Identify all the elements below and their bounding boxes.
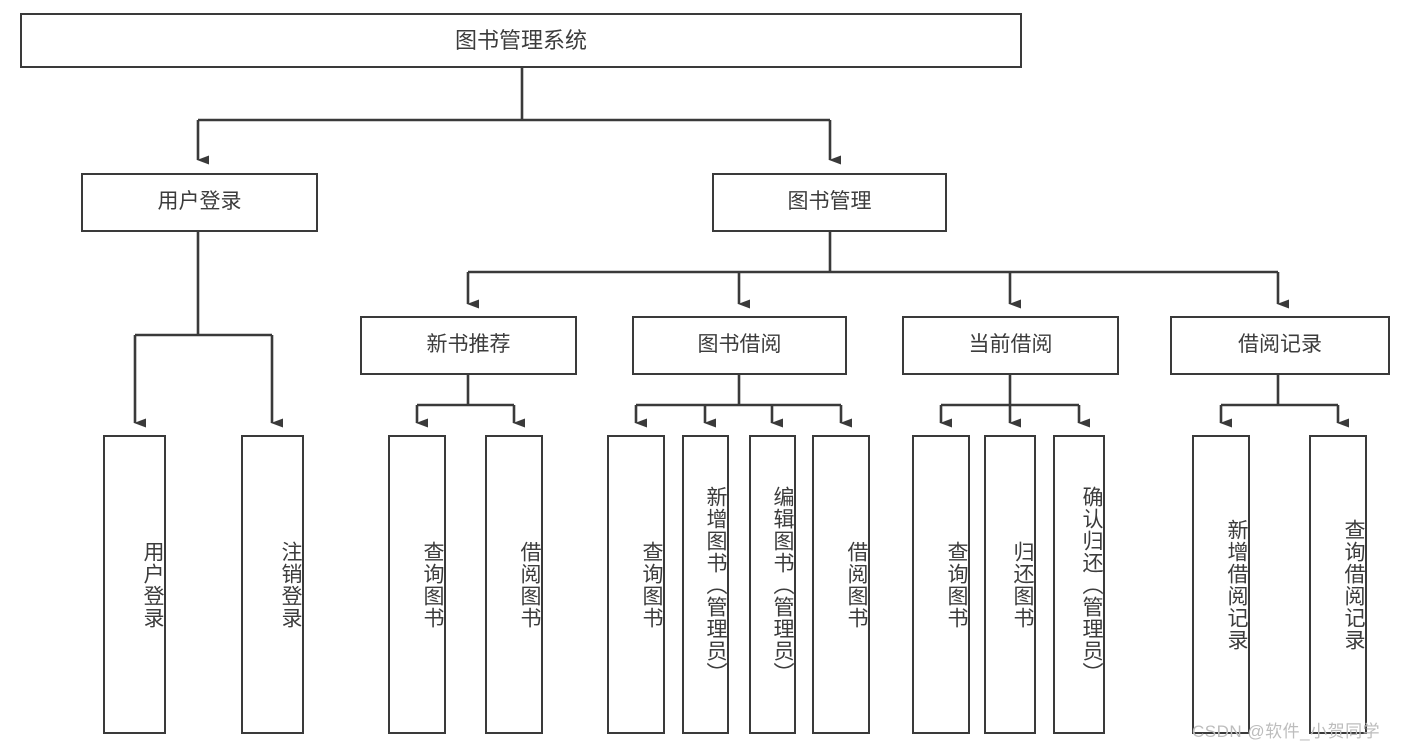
leaf-label: 编辑图书（管理员） xyxy=(771,485,794,684)
node-current-borrow[interactable]: 当前借阅 xyxy=(902,316,1119,375)
node-borrow-record[interactable]: 借阅记录 xyxy=(1170,316,1390,375)
node-root-system[interactable]: 图书管理系统 xyxy=(20,13,1022,68)
leaf-label: 确认归还（管理员） xyxy=(1080,485,1103,684)
leaf-borrow-book[interactable]: 借阅图书 xyxy=(812,435,870,734)
leaf-label: 新增借阅记录 xyxy=(1225,518,1248,651)
leaf-query-book-recommend[interactable]: 查询图书 xyxy=(388,435,446,734)
leaf-query-borrow-record[interactable]: 查询借阅记录 xyxy=(1309,435,1367,734)
leaf-add-book-admin[interactable]: 新增图书（管理员） xyxy=(682,435,729,734)
leaf-query-book-current[interactable]: 查询图书 xyxy=(912,435,970,734)
leaf-label: 新增图书（管理员） xyxy=(704,485,727,684)
leaf-label: 查询图书 xyxy=(421,540,444,629)
leaf-label: 借阅图书 xyxy=(845,540,868,629)
leaf-borrow-book-recommend[interactable]: 借阅图书 xyxy=(485,435,543,734)
leaf-edit-book-admin[interactable]: 编辑图书（管理员） xyxy=(749,435,796,734)
leaf-label: 查询图书 xyxy=(945,540,968,629)
csdn-watermark: CSDN @软件_小贺同学 xyxy=(1192,722,1381,741)
leaf-label: 借阅图书 xyxy=(518,540,541,629)
leaf-label: 查询图书 xyxy=(640,540,663,629)
leaf-return-book[interactable]: 归还图书 xyxy=(984,435,1036,734)
node-new-book-recommend[interactable]: 新书推荐 xyxy=(360,316,577,375)
leaf-add-borrow-record[interactable]: 新增借阅记录 xyxy=(1192,435,1250,734)
leaf-label: 查询借阅记录 xyxy=(1342,518,1365,651)
leaf-confirm-return-admin[interactable]: 确认归还（管理员） xyxy=(1053,435,1105,734)
leaf-user-login[interactable]: 用户登录 xyxy=(103,435,166,734)
node-user-login[interactable]: 用户登录 xyxy=(81,173,318,232)
node-book-borrow[interactable]: 图书借阅 xyxy=(632,316,847,375)
leaf-label: 注销登录 xyxy=(279,540,302,629)
leaf-query-book-borrow[interactable]: 查询图书 xyxy=(607,435,665,734)
node-book-management[interactable]: 图书管理 xyxy=(712,173,947,232)
leaf-label: 归还图书 xyxy=(1011,540,1034,629)
leaf-logout-login[interactable]: 注销登录 xyxy=(241,435,304,734)
leaf-label: 用户登录 xyxy=(141,540,164,629)
